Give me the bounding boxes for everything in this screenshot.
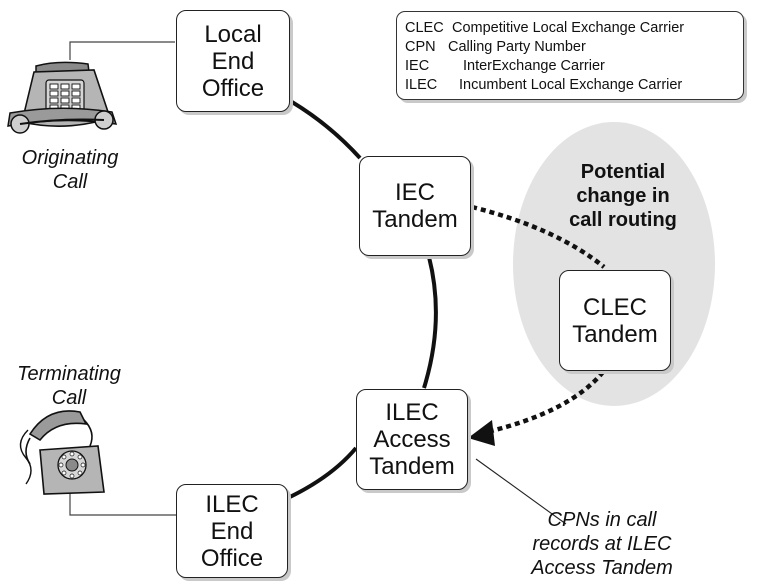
note-line: Access Tandem: [531, 557, 673, 579]
ilec-access-tandem-node: ILEC Access Tandem: [356, 389, 468, 490]
node-label: IEC: [394, 179, 435, 206]
caption-line: Terminating: [17, 363, 121, 385]
legend-row-clec: CLEC Competitive Local Exchange Carrier: [405, 19, 743, 38]
dashed-route-iec-to-clec: [471, 204, 606, 269]
legend-term: Incumbent Local Exchange Carrier: [459, 77, 683, 93]
clec-tandem-node: CLEC Tandem: [559, 270, 671, 371]
node-label: Local: [204, 20, 262, 48]
arrow-to-ilec-access-tandem: [468, 420, 495, 446]
legend-abbr: CPN: [405, 39, 436, 55]
dashed-route-clec-to-access: [486, 370, 605, 435]
node-label: CLEC: [582, 293, 648, 321]
node-label: ILEC: [385, 399, 439, 426]
originating-call-caption: Originating Call: [0, 146, 140, 194]
node-label: Tandem: [369, 453, 455, 480]
legend-term: Calling Party Number: [448, 39, 586, 55]
note-line: records at ILEC: [532, 533, 672, 555]
note-line: CPNs in call: [547, 509, 657, 531]
node-label: End: [211, 47, 255, 75]
note-line: call routing: [569, 209, 677, 231]
legend-abbr: IEC: [405, 58, 430, 74]
touch-tone-phone-icon: [7, 61, 118, 134]
ilec-end-office-node: ILEC End Office: [176, 484, 288, 578]
legend-box: CLEC Competitive Local Exchange Carrier …: [396, 11, 744, 100]
legend-abbr: CLEC: [405, 20, 444, 36]
legend-row-ilec: ILEC Incumbent Local Exchange Carrier: [405, 76, 743, 95]
caption-line: Call: [52, 171, 88, 193]
cpn-note-pointer: [475, 458, 567, 525]
legend-row-cpn: CPN Calling Party Number: [405, 38, 743, 57]
node-label: Office: [200, 544, 264, 572]
legend-term: InterExchange Carrier: [463, 58, 605, 74]
iec-tandem-node: IEC Tandem: [359, 156, 471, 256]
route-local-to-iec: [290, 100, 362, 160]
terminating-call-caption: Terminating Call: [0, 362, 138, 410]
note-line: change in: [576, 185, 670, 207]
node-label: ILEC: [205, 490, 259, 518]
potential-change-note: Potential change in call routing: [548, 160, 698, 232]
node-label: Tandem: [372, 206, 458, 233]
node-label: Tandem: [572, 320, 658, 348]
rotary-phone-icon: [19, 410, 105, 495]
node-label: End: [210, 517, 254, 545]
route-iec-to-ilec-access: [422, 256, 438, 389]
legend-term: Competitive Local Exchange Carrier: [452, 20, 685, 36]
local-end-office-node: Local End Office: [176, 10, 290, 112]
legend-abbr: ILEC: [405, 77, 438, 93]
note-line: Potential: [580, 161, 666, 183]
caption-line: Call: [51, 387, 87, 409]
caption-line: Originating: [21, 147, 119, 169]
cpn-records-note: CPNs in call records at ILEC Access Tand…: [512, 508, 692, 580]
originating-phone-link: [69, 41, 175, 60]
terminating-phone-link: [69, 492, 176, 516]
node-label: Access: [373, 426, 451, 453]
legend-row-iec: IEC InterExchange Carrier: [405, 57, 743, 76]
node-label: Office: [201, 74, 265, 102]
